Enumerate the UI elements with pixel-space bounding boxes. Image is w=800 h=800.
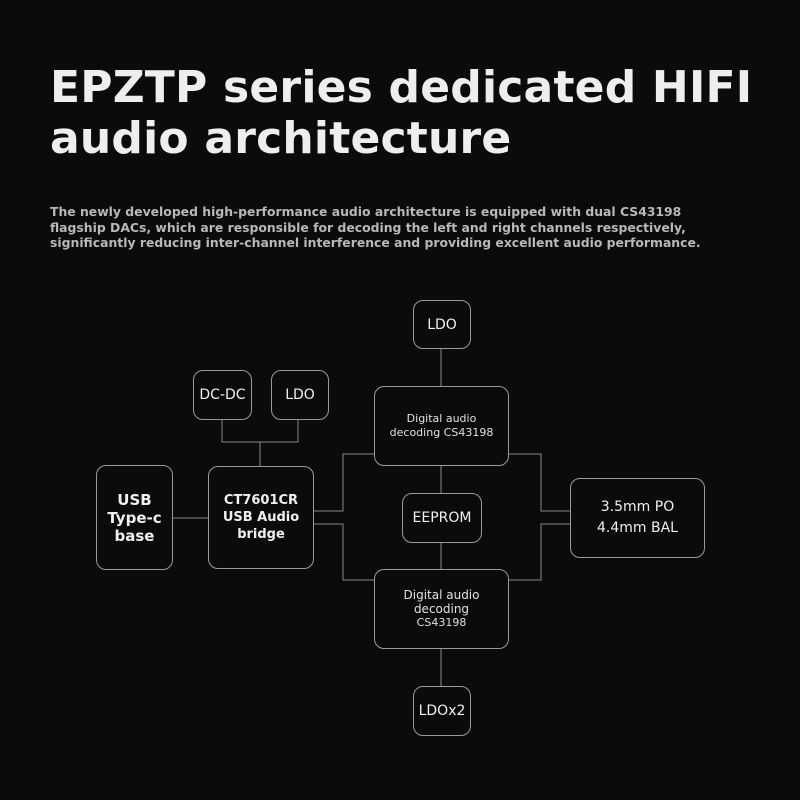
connector-bridge-to-dac-bottom — [314, 523, 374, 581]
dc-dc-label: DC-DC — [199, 387, 246, 403]
dac-top-label-1: Digital audio — [406, 412, 477, 425]
title-line-1: EPZTP series dedicated HIFI — [50, 62, 753, 113]
dc-dc-block: DC-DC — [193, 370, 252, 420]
dac-top-label-2: decoding CS43198 — [389, 426, 494, 439]
dac-bottom-label-1: Digital audio — [403, 588, 480, 602]
connector-power-bus — [221, 419, 299, 443]
description-line-3: significantly reducing inter-channel int… — [50, 235, 701, 250]
connector-dac-top-to-output — [508, 453, 570, 512]
title-line-2: audio architecture — [50, 113, 512, 164]
usb-audio-bridge-block: CT7601CR USB Audio bridge — [208, 466, 314, 569]
ldo-top-label: LDO — [427, 316, 457, 333]
audio-output-block: 3.5mm PO 4.4mm BAL — [570, 478, 705, 558]
usb-base-label-1: USB — [117, 490, 152, 509]
ldo-top-block: LDO — [413, 300, 471, 349]
ldox2-label: LDOx2 — [418, 703, 466, 719]
connector-dac-bottom-to-output — [508, 523, 570, 581]
bridge-label-3: bridge — [237, 527, 285, 542]
description-line-1: The newly developed high-performance aud… — [50, 204, 682, 219]
output-label-2: 4.4mm BAL — [597, 520, 678, 536]
output-label-1: 3.5mm PO — [600, 499, 675, 515]
page-title: EPZTP series dedicated HIFI audio archit… — [50, 62, 770, 164]
page-description: The newly developed high-performance aud… — [50, 204, 770, 251]
ldo-left-label: LDO — [285, 387, 315, 403]
description-line-2: flagship DACs, which are responsible for… — [50, 219, 686, 235]
connector-bridge-to-dac-top — [314, 453, 374, 512]
bridge-label-1: CT7601CR — [223, 493, 299, 508]
eeprom-label: EEPROM — [412, 510, 472, 526]
ldox2-block: LDOx2 — [413, 686, 471, 736]
usb-base-label-3: base — [114, 526, 155, 545]
usb-base-label-2: Type-c — [107, 508, 162, 527]
bridge-label-2: USB Audio — [222, 510, 300, 525]
ldo-left-block: LDO — [271, 370, 329, 420]
dac-bottom-label-3: CS43198 — [416, 616, 467, 629]
dac-bottom-block: Digital audio decoding CS43198 — [374, 569, 509, 649]
dac-bottom-label-2: decoding — [413, 602, 470, 616]
eeprom-block: EEPROM — [402, 493, 482, 543]
dac-top-block: Digital audio decoding CS43198 — [374, 386, 509, 466]
usb-type-c-base-block: USB Type-c base — [96, 465, 173, 570]
